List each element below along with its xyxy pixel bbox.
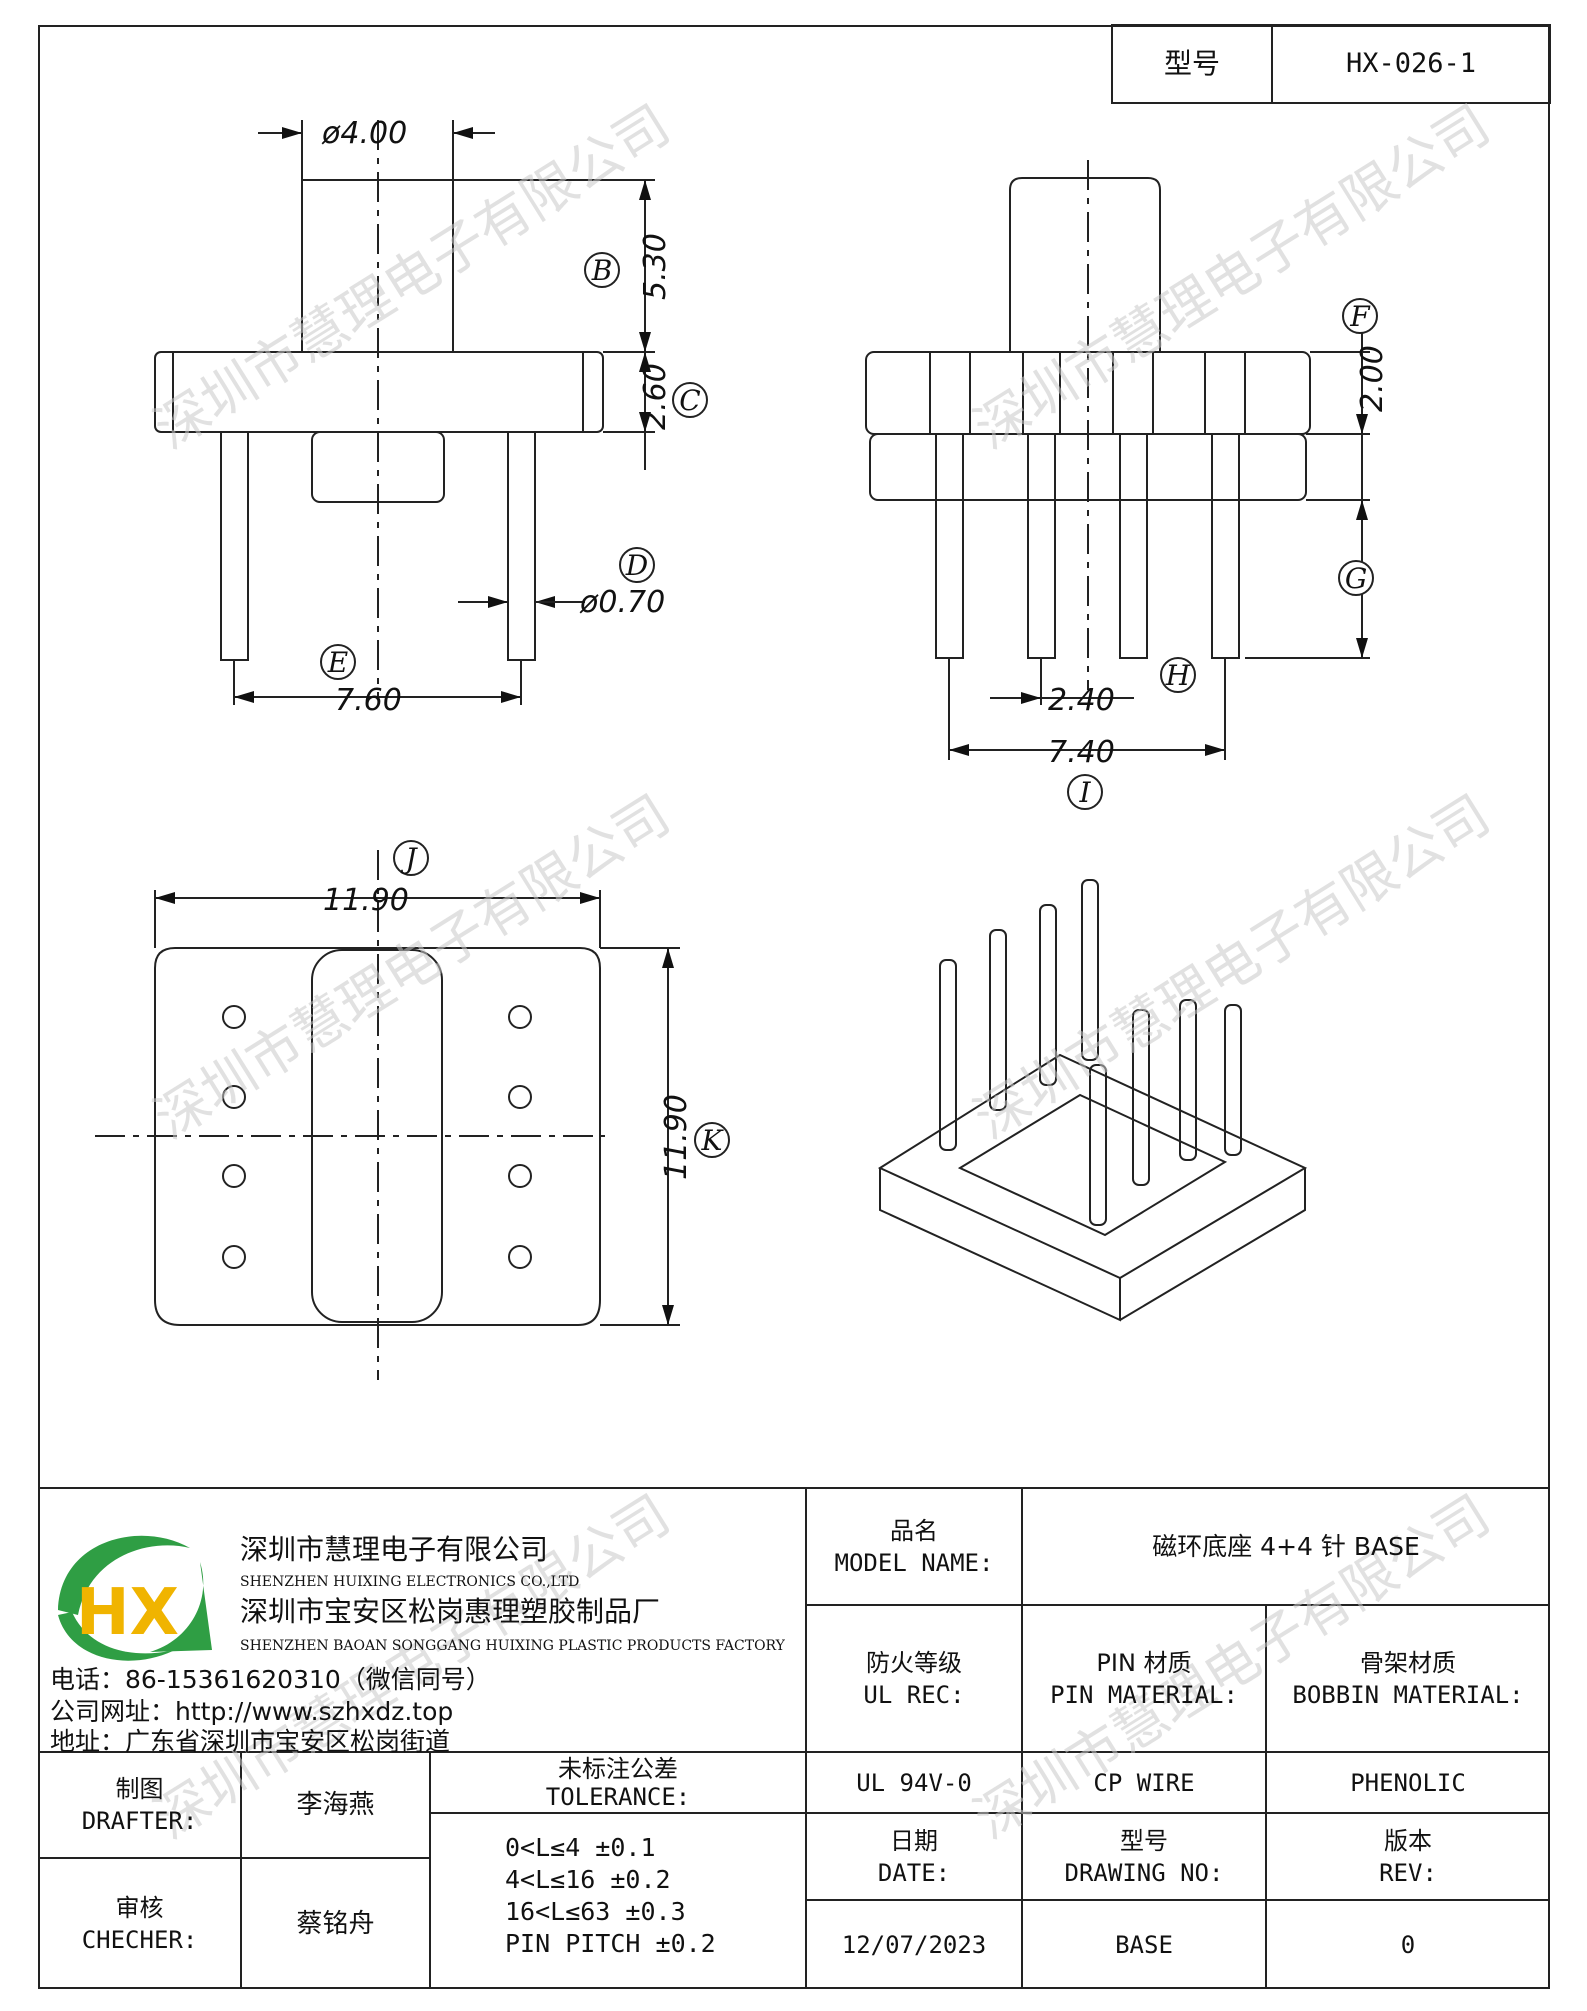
tolerance-line: 16<L≤63 ±0.3 (505, 1897, 686, 1926)
header-box (1111, 24, 1551, 104)
callout-d: D (625, 549, 648, 582)
drawing-border (38, 25, 1550, 1989)
dim-7-40: 7.40 (1048, 735, 1115, 770)
tolerance-line: 4<L≤16 ±0.2 (505, 1865, 671, 1894)
drafter-label-en: DRAFTER: (81, 1807, 198, 1835)
callout-i: I (1078, 776, 1091, 809)
model-name-value: 磁环底座 4+4 针 BASE (1152, 1531, 1420, 1561)
dim-2-00: 2.00 (1355, 345, 1390, 412)
tolerance-label-en: TOLERANCE: (545, 1782, 691, 1811)
company-website: 公司网址：http://www.szhxdz.top (50, 1697, 454, 1726)
drafter-label: 制图 DRAFTER: (38, 1752, 241, 1858)
drawing-no-label-en: DRAWING NO: (1064, 1858, 1224, 1887)
fire-rating-label: 防火等级 UL REC: (806, 1605, 1022, 1752)
dim-11-90-height: 11.90 (659, 1094, 694, 1180)
bobbin-material-label-en: BOBBIN MATERIAL: (1292, 1680, 1524, 1709)
callout-h: H (1165, 659, 1191, 692)
drafter-label-cn: 制图 (115, 1775, 164, 1803)
dim-5-30: 5.30 (638, 233, 673, 300)
dim-phi-4: ø4.00 (321, 116, 407, 151)
header-model-label: 型号 (1163, 47, 1220, 80)
factory-name-en: SHENZHEN BAOAN SONGGANG HUIXING PLASTIC … (240, 1638, 785, 1654)
tolerance-line: 0<L≤4 ±0.1 (505, 1833, 656, 1862)
callout-j: J (400, 842, 418, 875)
ul-rating-value: UL 94V-0 (856, 1768, 972, 1797)
callout-e: E (327, 646, 348, 679)
date-label-en: DATE: (877, 1858, 951, 1887)
dim-11-90-width: 11.90 (323, 883, 409, 918)
pin-material-label-cn: PIN 材质 (1096, 1648, 1192, 1677)
model-name-label-cn: 品名 (890, 1516, 938, 1545)
revision-value: 0 (1400, 1930, 1416, 1959)
pin-material-label-en: PIN MATERIAL: (1050, 1680, 1238, 1709)
pin-material-label: PIN 材质 PIN MATERIAL: (1022, 1605, 1266, 1752)
callout-f: F (1349, 300, 1371, 333)
fire-rating-label-cn: 防火等级 (866, 1648, 962, 1677)
dim-7-60: 7.60 (335, 683, 402, 718)
dim-2-40: 2.40 (1048, 683, 1115, 718)
company-phone: 电话：86-15361620310（微信同号） (50, 1665, 491, 1694)
date-label: 日期 DATE: (806, 1813, 1022, 1900)
tolerance-line: PIN PITCH ±0.2 (505, 1929, 716, 1958)
checker-label-cn: 审核 (115, 1893, 164, 1922)
callout-g: G (1345, 562, 1367, 595)
dim-2-60: 2.60 (638, 363, 673, 430)
checker-name: 蔡铭舟 (296, 1908, 375, 1939)
bottom-view (95, 850, 680, 1380)
revision-label-en: REV: (1379, 1858, 1437, 1887)
side-view (865, 160, 1370, 760)
fire-rating-label-en: UL REC: (863, 1680, 965, 1709)
front-view (154, 120, 655, 705)
model-name-label: 品名 MODEL NAME: (806, 1488, 1022, 1605)
company-name-cn: 深圳市慧理电子有限公司 (240, 1533, 549, 1566)
watermark: 深圳市慧理电子有限公司 (964, 783, 1501, 1151)
logo-text: HX (76, 1576, 179, 1650)
bobbin-material-value: PHENOLIC (1350, 1768, 1466, 1797)
factory-name-cn: 深圳市宝安区松岗惠理塑胶制品厂 (240, 1595, 661, 1628)
tolerance-label: 未标注公差 TOLERANCE: (430, 1752, 806, 1813)
callout-b: B (591, 254, 613, 287)
drawing-no-value: BASE (1115, 1930, 1173, 1959)
bobbin-material-label: 骨架材质 BOBBIN MATERIAL: (1266, 1605, 1550, 1752)
model-name-label-en: MODEL NAME: (834, 1548, 994, 1577)
revision-label-cn: 版本 (1384, 1826, 1432, 1855)
checker-label-en: CHECHER: (81, 1925, 198, 1954)
company-logo: HX (58, 1535, 212, 1661)
drafter-name: 李海燕 (296, 1790, 375, 1820)
tolerance-label-cn: 未标注公差 (558, 1754, 678, 1783)
tolerance-list: 0<L≤4 ±0.1 4<L≤16 ±0.2 16<L≤63 ±0.3 PIN … (505, 1832, 716, 1960)
header-model-value: HX-026-1 (1345, 48, 1477, 79)
watermark: 深圳市慧理电子有限公司 (964, 93, 1501, 461)
company-name-en: SHENZHEN HUIXING ELECTRONICS CO.,LTD (240, 1574, 580, 1590)
pin-material-value: CP WIRE (1093, 1768, 1195, 1797)
bobbin-material-label-cn: 骨架材质 (1360, 1648, 1456, 1677)
drawing-no-label: 型号 DRAWING NO: (1022, 1813, 1266, 1900)
isometric-view (877, 879, 1308, 1322)
callout-c: C (679, 384, 700, 417)
drawing-no-label-cn: 型号 (1120, 1826, 1168, 1855)
date-value: 12/07/2023 (841, 1930, 987, 1959)
dim-phi-0-70: ø0.70 (579, 585, 665, 620)
title-block-grid (38, 1487, 1550, 1989)
company-address: 地址：广东省深圳市宝安区松岗街道 (50, 1727, 451, 1756)
callout-k: K (701, 1124, 725, 1157)
revision-label: 版本 REV: (1266, 1813, 1550, 1900)
date-label-cn: 日期 (890, 1826, 938, 1855)
checker-label: 审核 CHECHER: (38, 1858, 241, 1989)
